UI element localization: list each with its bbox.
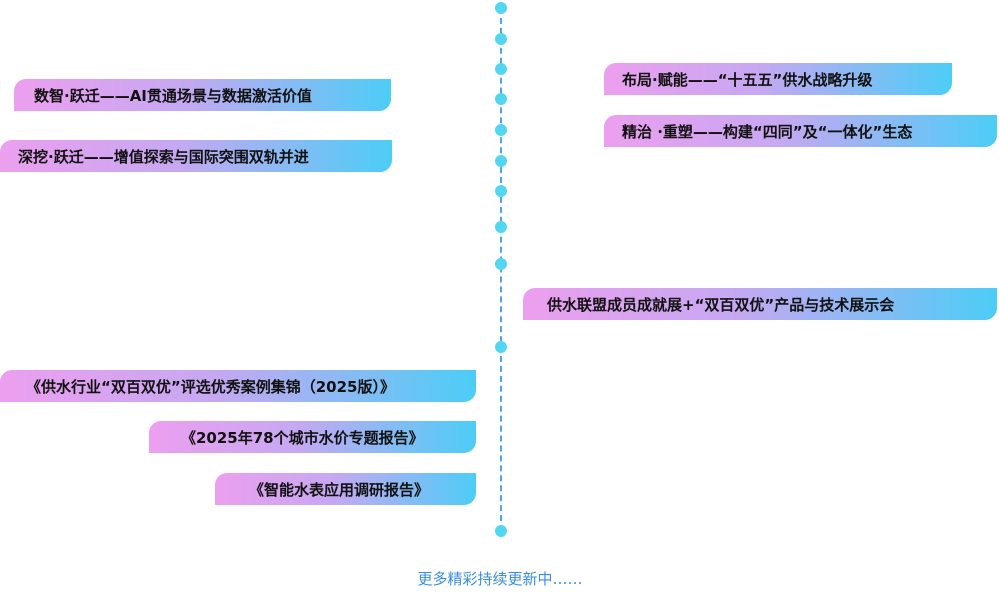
agenda-item-digital-ai[interactable]: 数智·跃迁——AI贯通场景与数据激活价值 <box>14 79 391 111</box>
agenda-item-governance-reshape[interactable]: 精治 ·重塑——构建“四同”及“一体化”生态 <box>604 115 997 147</box>
timeline-dot <box>495 2 507 14</box>
agenda-item-label: 精治 ·重塑——构建“四同”及“一体化”生态 <box>622 122 913 141</box>
timeline-dot <box>495 63 507 75</box>
report-link-water-price[interactable]: 《2025年78个城市水价专题报告》 <box>149 421 476 453</box>
report-link-label: 《2025年78个城市水价专题报告》 <box>181 428 424 447</box>
more-updates-text: 更多精彩持续更新中…… <box>417 570 583 588</box>
timeline-dot <box>495 341 507 353</box>
timeline-dot <box>495 124 507 136</box>
timeline-dot <box>495 258 507 270</box>
report-link-label: 《智能水表应用调研报告》 <box>249 480 430 499</box>
agenda-item-label: 布局·赋能——“十五五”供水战略升级 <box>622 70 873 89</box>
agenda-item-layout-empower[interactable]: 布局·赋能——“十五五”供水战略升级 <box>604 63 952 95</box>
timeline-dot <box>495 185 507 197</box>
timeline-dot <box>495 221 507 233</box>
report-link-case-collection[interactable]: 《供水行业“双百双优”评选优秀案例集锦（2025版）》 <box>0 370 476 402</box>
timeline-dot <box>495 155 507 167</box>
agenda-item-label: 数智·跃迁——AI贯通场景与数据激活价值 <box>34 86 312 105</box>
agenda-item-label: 供水联盟成员成就展+“双百双优”产品与技术展示会 <box>547 295 895 314</box>
agenda-item-label: 深挖·跃迁——增值探索与国际突围双轨并进 <box>18 147 309 166</box>
agenda-item-exhibition[interactable]: 供水联盟成员成就展+“双百双优”产品与技术展示会 <box>523 288 997 320</box>
report-link-smart-meter[interactable]: 《智能水表应用调研报告》 <box>215 473 476 505</box>
agenda-item-deep-dive[interactable]: 深挖·跃迁——增值探索与国际突围双轨并进 <box>0 140 392 172</box>
timeline-dot <box>495 33 507 45</box>
report-link-label: 《供水行业“双百双优”评选优秀案例集锦（2025版）》 <box>26 377 395 396</box>
timeline-dot <box>495 525 507 537</box>
timeline-dot <box>495 93 507 105</box>
